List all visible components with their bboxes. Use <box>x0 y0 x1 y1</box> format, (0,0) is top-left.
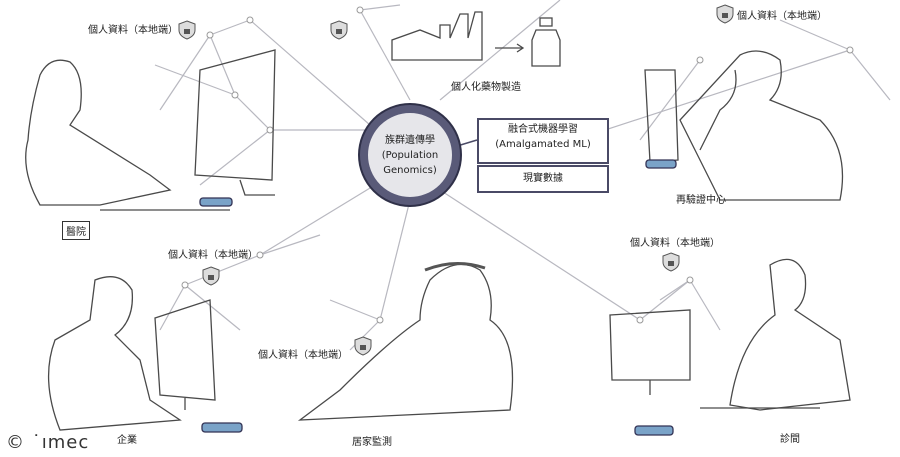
shield-lock-icon <box>662 252 680 272</box>
local-data-label-enterprise: 個人資料（本地端） <box>168 250 258 261</box>
hub-subtitle-2: Genomics) <box>383 164 437 176</box>
amalgamated-ml-box: 融合式機器學習 (Amalgamated ML) <box>477 118 609 164</box>
real-data-label: 現實數據 <box>523 173 563 184</box>
local-data-label-home: 個人資料（本地端） <box>258 350 348 361</box>
shield-lock-icon <box>716 4 734 24</box>
revalidation-label: 再驗證中心 <box>676 195 726 206</box>
shield-lock-icon <box>202 266 220 286</box>
shield-lock-icon <box>354 336 372 356</box>
clinic-label: 診間 <box>780 434 800 445</box>
hub-title: 族群遺傳學 <box>385 134 435 146</box>
population-genomics-hub: 族群遺傳學 (Population Genomics) <box>360 105 460 205</box>
home-label: 居家監測 <box>352 437 392 448</box>
hub-subtitle-1: (Population <box>381 149 439 161</box>
enterprise-label: 企業 <box>117 435 137 446</box>
pharma-label: 個人化藥物製造 <box>451 82 521 93</box>
sketch-figures <box>25 11 851 436</box>
real-world-data-box: 現實數據 <box>477 165 609 193</box>
local-data-label-hospital: 個人資料（本地端） <box>88 25 178 36</box>
imec-logo: © ˙ımec <box>6 432 90 453</box>
ml-subtitle: (Amalgamated ML) <box>495 139 591 150</box>
ml-title: 融合式機器學習 <box>508 124 578 135</box>
hospital-label: 醫院 <box>62 221 90 240</box>
shield-lock-icon <box>330 20 348 40</box>
shield-lock-icon <box>178 20 196 40</box>
network-nodes <box>181 6 854 324</box>
local-data-label-clinic: 個人資料（本地端） <box>630 238 720 249</box>
local-data-label-revalidation: 個人資料（本地端） <box>737 11 827 22</box>
